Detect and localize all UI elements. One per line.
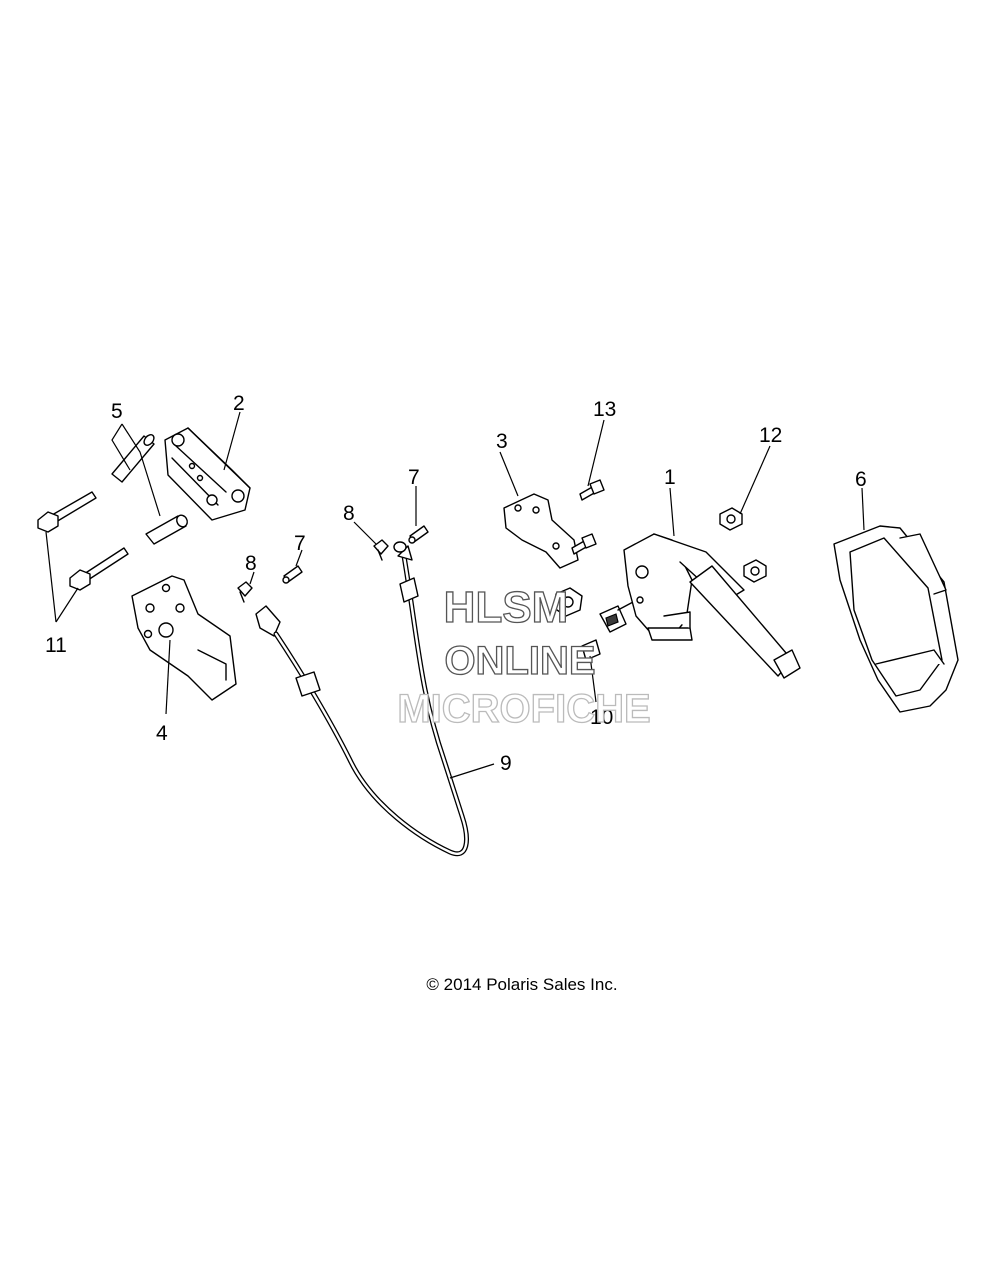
callout-11: 11 <box>45 634 67 657</box>
part-2-bracket[interactable] <box>164 427 251 521</box>
copyright-notice: © 2014 Polaris Sales Inc. <box>426 975 617 994</box>
callout-3: 3 <box>496 430 508 453</box>
watermark-line-3: MICROFICHE <box>397 687 650 731</box>
callout-5: 5 <box>111 400 123 423</box>
part-9-cable[interactable] <box>255 545 469 857</box>
part-7-pin-left[interactable] <box>282 565 303 584</box>
callout-6: 6 <box>855 468 867 491</box>
part-5-spacer-upper[interactable] <box>111 433 156 483</box>
callout-12: 12 <box>759 424 782 447</box>
watermark-line-1: HLSM <box>444 583 569 632</box>
part-8-pin-left[interactable] <box>237 581 253 603</box>
callout-7-left: 7 <box>294 532 306 555</box>
part-11-bolt-lower[interactable] <box>69 547 129 591</box>
part-11-bolt-upper[interactable] <box>37 491 97 533</box>
part-nut-center[interactable] <box>553 587 583 617</box>
callout-13: 13 <box>593 398 616 421</box>
callout-8-left: 8 <box>245 552 257 575</box>
part-12-nut-upper[interactable] <box>719 507 743 531</box>
part-5-spacer-lower[interactable] <box>145 513 189 545</box>
callout-10: 10 <box>590 706 613 729</box>
part-6-console[interactable] <box>833 525 959 713</box>
part-12-nut-lower[interactable] <box>743 559 767 583</box>
part-7-pin-right[interactable] <box>393 525 429 553</box>
watermark-line-2: ONLINE <box>444 639 595 683</box>
part-4-mount-plate[interactable] <box>131 575 237 701</box>
part-10-switch[interactable] <box>581 593 649 661</box>
part-1-brake-lever[interactable] <box>623 533 801 679</box>
part-13-bolt-upper[interactable] <box>571 533 597 555</box>
part-8-pin-right[interactable] <box>373 539 389 561</box>
callout-1: 1 <box>664 466 676 489</box>
part-13-bolt-lower[interactable] <box>579 479 605 501</box>
callout-8-right: 8 <box>343 502 355 525</box>
watermark: HLSM ONLINE MICROFICHE <box>397 582 652 731</box>
callout-9: 9 <box>500 752 512 775</box>
callout-4: 4 <box>156 722 168 745</box>
part-3-bracket[interactable] <box>503 493 579 569</box>
callout-labels: 2 5 3 13 1 12 6 7 8 8 7 4 11 9 10 <box>45 392 867 775</box>
callout-7-right: 7 <box>408 466 420 489</box>
callout-2: 2 <box>233 392 245 415</box>
leader-lines <box>45 411 865 779</box>
